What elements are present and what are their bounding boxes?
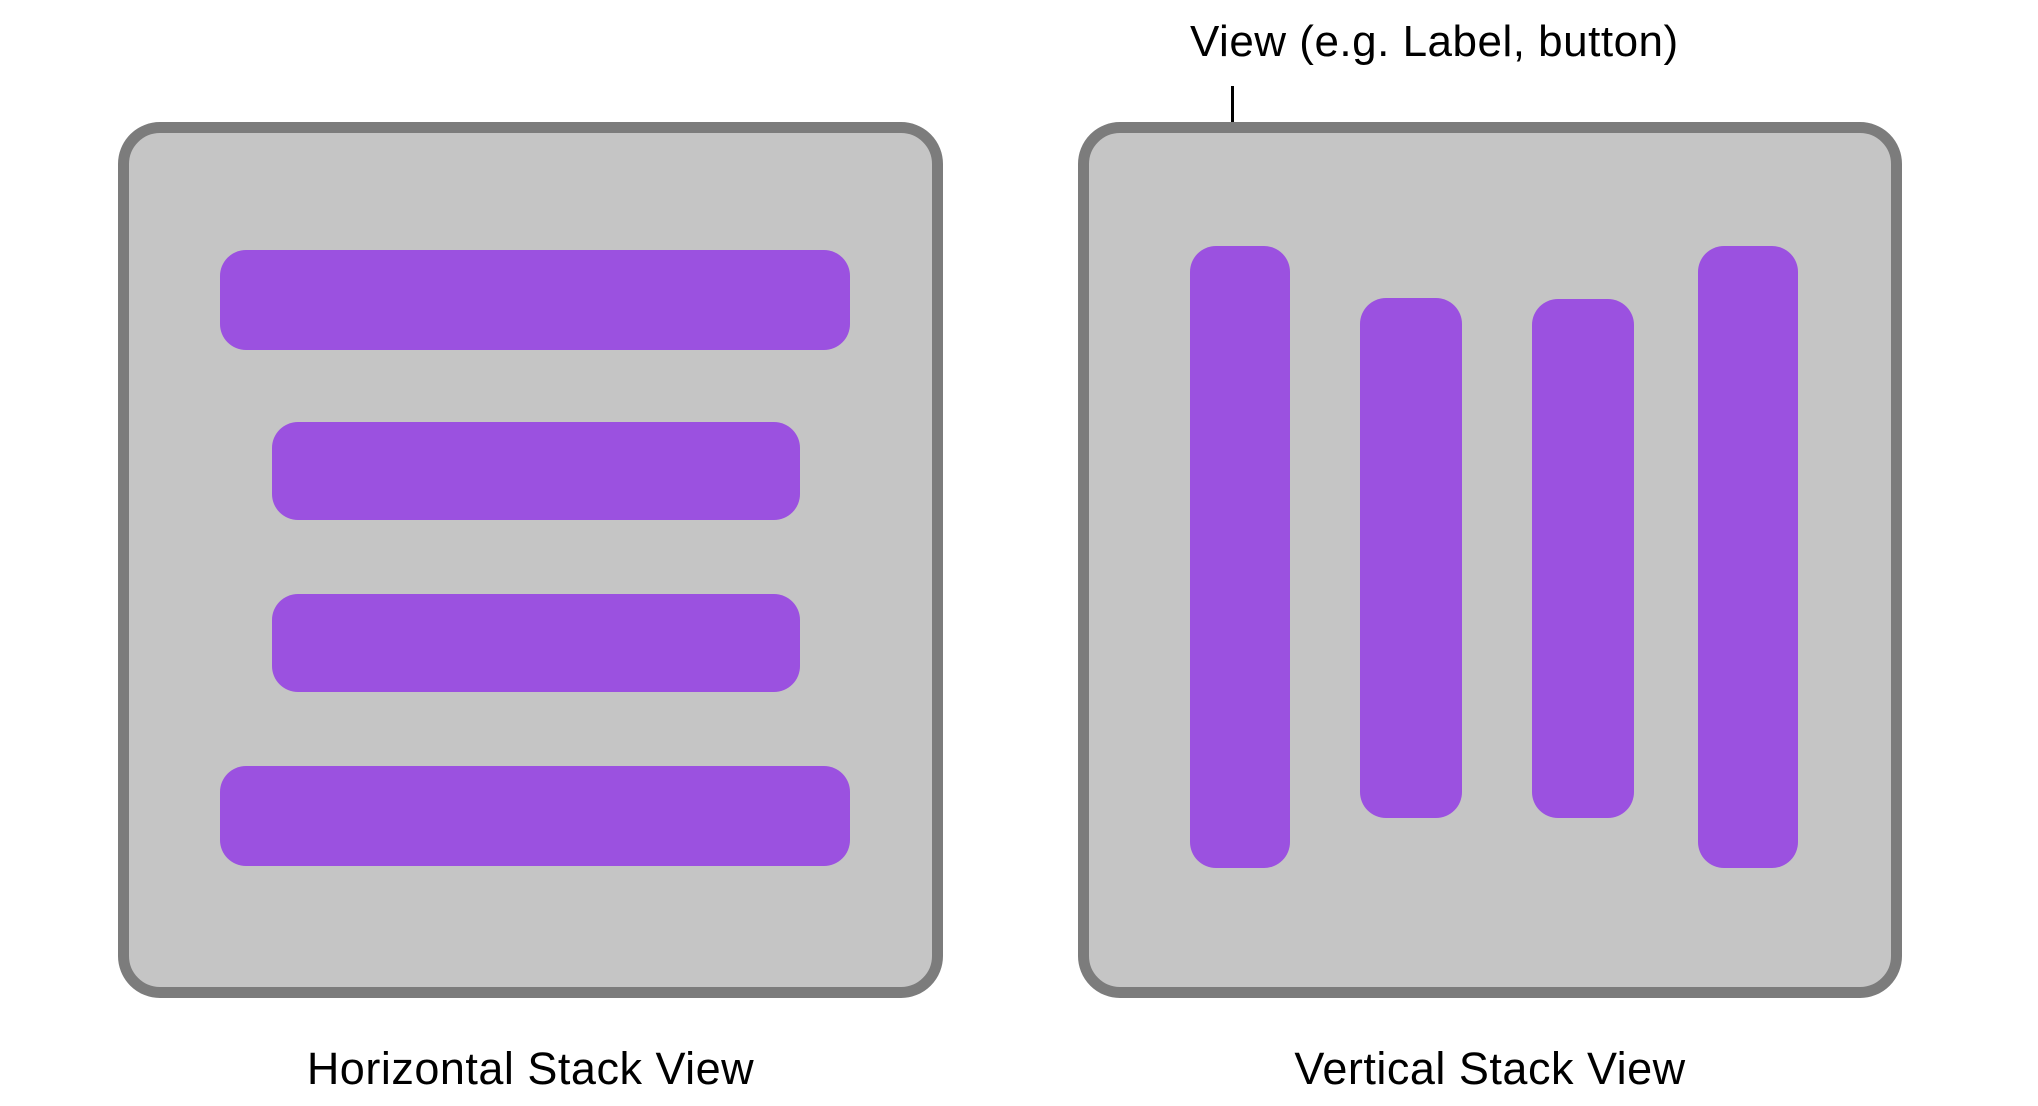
horizontal-stack-view-caption: Horizontal Stack View (306, 1043, 755, 1094)
horizontal-stack-item-1-view-long (220, 250, 850, 350)
horizontal-stack-item-2-view-short (272, 422, 800, 520)
horizontal-stack-view-container (118, 122, 943, 998)
vertical-stack-item-3-view-short (1532, 299, 1634, 818)
horizontal-stack-item-3-view-short (272, 594, 800, 692)
vertical-stack-item-1-view-long (1190, 246, 1290, 868)
annotation-view-label: View (e.g. Label, button) (1190, 17, 1679, 66)
vertical-stack-view-container (1078, 122, 1902, 998)
vertical-stack-item-4-view-long (1698, 246, 1798, 868)
horizontal-stack-item-4-view-long (220, 766, 850, 866)
vertical-stack-item-2-view-short (1360, 298, 1462, 818)
vertical-stack-view-caption: Vertical Stack View (1294, 1043, 1686, 1094)
